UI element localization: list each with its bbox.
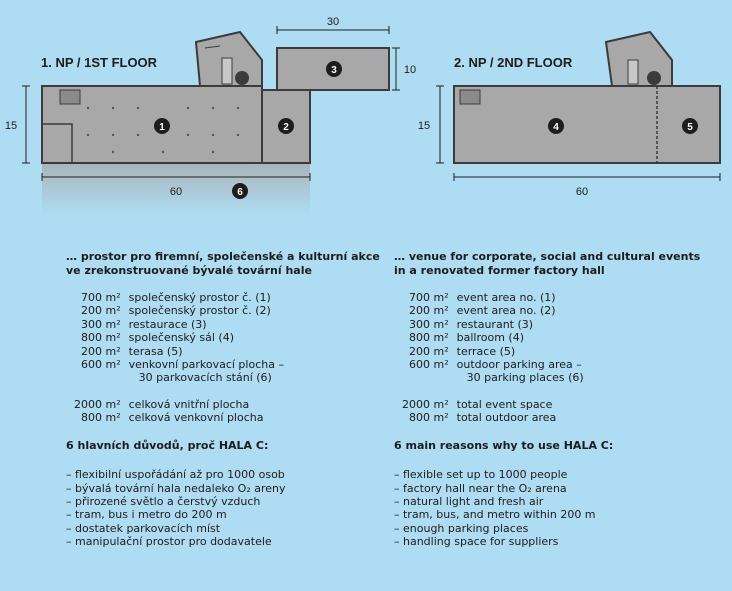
dim-floor2-width: 60 [576, 186, 588, 198]
dim-floor1-depth: 15 [5, 120, 17, 132]
czech-heading-line1: … prostor pro firemní, společenské a kul… [66, 250, 380, 263]
czech-reasons-list: – flexibilní uspořádání až pro 1000 osob… [66, 468, 386, 548]
dim-floor2-depth: 15 [418, 120, 430, 132]
table-row: 30 parkovacích stání (6) [138, 371, 272, 385]
column-grid [86, 106, 240, 154]
marker-4-circle [548, 118, 564, 134]
list-item: – dostatek parkovacích míst [66, 521, 221, 535]
marker-1-circle [154, 118, 170, 134]
marker-6: 6 [237, 187, 243, 198]
dim-terrace-width: 30 [327, 16, 339, 28]
hall-2 [453, 85, 721, 164]
english-reasons-list: – flexible set up to 1000 people – facto… [394, 468, 714, 548]
marker-5: 5 [687, 122, 693, 133]
list-item: – natural light and fresh air [394, 494, 544, 508]
english-reasons-title: 6 main reasons why to use HALA C: [394, 438, 614, 452]
list-item: – přirozené světlo a čerstvý vzduch [66, 494, 261, 508]
restaurant-3 [276, 47, 390, 91]
list-item: – factory hall near the O₂ arena [394, 481, 567, 495]
marker-6-circle [232, 183, 248, 199]
list-item: – enough parking places [394, 521, 529, 535]
marker-2: 2 [283, 122, 289, 133]
hall-1 [41, 85, 311, 164]
list-item: – flexible set up to 1000 people [394, 468, 568, 482]
list-item: – handling space for suppliers [394, 535, 559, 549]
marker-1: 1 [159, 122, 165, 133]
english-column: … venue for corporate, social and cultur… [394, 250, 714, 549]
dim-terrace-depth: 10 [404, 64, 416, 76]
parking-area [42, 163, 310, 215]
marker-2-circle [278, 118, 294, 134]
english-heading-line1: … venue for corporate, social and cultur… [394, 250, 701, 263]
floor-plans: 1 2 3 6 4 5 1. NP / 1ST FLOOR 2. NP / 2N… [5, 16, 721, 215]
english-heading-line2: in a renovated former factory hall [394, 263, 605, 277]
list-item: – tram, bus i metro do 200 m [66, 508, 227, 522]
marker-3-circle [326, 61, 342, 77]
list-item: – flexibilní uspořádání až pro 1000 osob [66, 468, 285, 482]
list-item: – manipulační prostor pro dodavatele [66, 535, 272, 549]
czech-heading-line2: ve zrekonstruované bývalé tovární hale [66, 263, 312, 277]
marker-3: 3 [331, 65, 337, 76]
list-item: – tram, bus, and metro within 200 m [394, 508, 596, 522]
floor2-plan [436, 30, 721, 181]
list-item: – bývalá tovární hala nedaleko O₂ areny [66, 481, 286, 495]
table-row: 30 parking places (6) [466, 371, 584, 385]
marker-4: 4 [553, 122, 559, 133]
czech-column: … prostor pro firemní, společenské a kul… [66, 250, 386, 549]
dim-floor1-width: 60 [170, 186, 182, 198]
czech-reasons-title: 6 hlavních důvodů, proč HALA C: [66, 438, 269, 452]
marker-5-circle [682, 118, 698, 134]
floor1-title: 1. NP / 1ST FLOOR [41, 55, 158, 70]
stair-tower-2 [604, 30, 673, 87]
area-markers [154, 61, 698, 199]
floor1-plan [22, 26, 400, 215]
floor2-title: 2. NP / 2ND FLOOR [454, 55, 573, 70]
